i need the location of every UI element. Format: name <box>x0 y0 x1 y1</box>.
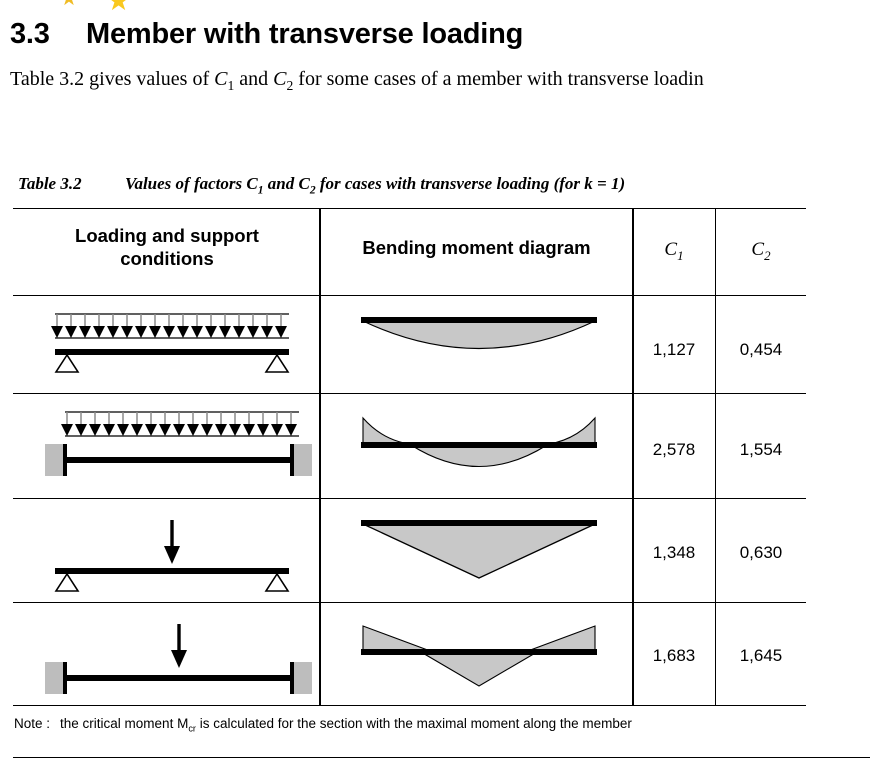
table-rule-row2-bottom <box>13 498 806 499</box>
table-column-divider-2 <box>632 208 634 705</box>
table-rule-row4-bottom <box>13 705 806 706</box>
table-caption-label: Table 3.2 <box>18 174 82 193</box>
note-label: Note : <box>14 716 51 731</box>
point-load-simply-supported-svg <box>54 520 290 592</box>
value-c1-row-2: 2,578 <box>652 440 696 459</box>
column-header-c1-subscript: 1 <box>677 247 684 263</box>
triangular-end-hogging-bmd-svg <box>361 625 597 687</box>
intro-text-after: for some cases of a member with transver… <box>293 68 704 90</box>
intro-text-between: and <box>234 68 274 90</box>
section-heading: 3.3 Member with transverse loading <box>10 18 523 51</box>
note-subscript-cr: cr <box>188 723 196 734</box>
caption-symbol-c1-subscript: 1 <box>257 183 264 197</box>
table-rule-header-bottom <box>13 295 806 296</box>
value-c1-row-3: 1,348 <box>652 543 696 562</box>
caption-symbol-c1: C <box>246 174 258 193</box>
loading-diagram-row-4 <box>27 610 317 707</box>
bending-moment-diagram-row-2 <box>333 402 625 495</box>
symbol-c1: C <box>214 68 228 90</box>
column-header-c2-subscript: 2 <box>764 247 771 263</box>
loading-diagram-row-1 <box>27 304 317 389</box>
note-text-after: is calculated for the section with the m… <box>195 716 632 731</box>
symbol-c2: C <box>273 68 287 90</box>
table-caption-text-2: for cases with transverse loading (for k… <box>315 174 626 193</box>
udl-simply-supported-svg <box>51 313 290 373</box>
section-number: 3.3 <box>10 18 50 50</box>
symbol-c2-subscript: 2 <box>286 78 294 93</box>
value-c2-row-3: 0,630 <box>739 543 783 562</box>
table-rule-top <box>13 208 806 209</box>
bending-moment-diagram-row-3 <box>333 506 625 603</box>
table-column-divider-3 <box>715 208 716 705</box>
table-rule-row3-bottom <box>13 602 806 603</box>
column-header-c2-symbol: C <box>751 239 765 260</box>
column-header-c1: C1 <box>635 238 713 264</box>
section-title: Member with transverse loading <box>86 18 524 50</box>
column-header-line-2: conditions <box>120 248 214 270</box>
table-rule-row1-bottom <box>13 393 806 394</box>
loading-diagram-row-3 <box>27 506 317 603</box>
star-icon: ★ <box>60 0 78 9</box>
parabolic-sagging-bmd-svg <box>361 317 597 350</box>
note-text-before: the critical moment M <box>60 716 189 731</box>
loading-diagram-row-2 <box>27 402 317 495</box>
symbol-c1-subscript: 1 <box>227 78 235 93</box>
star-icon: ★ <box>106 0 132 16</box>
decorative-stars: ★ ★ <box>54 0 184 15</box>
factors-table: Loading and support conditions Bending m… <box>13 208 806 708</box>
intro-paragraph: Table 3.2 gives values of C1 and C2 for … <box>10 68 704 94</box>
value-c1-row-4: 1,683 <box>652 646 696 665</box>
column-header-c2: C2 <box>719 238 803 264</box>
column-header-line-1: Loading and support <box>75 225 259 246</box>
table-note: Note : the critical moment Mcr is calcula… <box>14 716 632 734</box>
table-caption-text-1: Values of factors <box>125 174 247 193</box>
parabolic-end-hogging-bmd-svg <box>361 416 597 467</box>
column-header-bending-moment-diagram: Bending moment diagram <box>362 237 591 258</box>
column-header-loading-conditions: Loading and support conditions <box>19 224 315 270</box>
intro-text-before: Table 3.2 gives values of <box>10 68 215 90</box>
column-header-c1-symbol: C <box>664 239 678 260</box>
caption-symbol-c2-subscript: 2 <box>309 183 316 197</box>
udl-fixed-fixed-svg <box>45 411 312 476</box>
table-caption-and: and <box>263 174 299 193</box>
value-c2-row-1: 0,454 <box>739 340 783 359</box>
value-c1-row-1: 1,127 <box>652 340 696 359</box>
table-column-divider-1 <box>319 208 321 705</box>
bending-moment-diagram-row-1 <box>333 304 625 389</box>
triangular-sagging-bmd-svg <box>361 520 597 579</box>
value-c2-row-4: 1,645 <box>739 646 783 665</box>
caption-symbol-c2: C <box>298 174 310 193</box>
page-bottom-rule <box>13 757 870 758</box>
bending-moment-diagram-row-4 <box>333 610 625 707</box>
value-c2-row-2: 1,554 <box>739 440 783 459</box>
point-load-fixed-fixed-svg <box>45 624 312 694</box>
